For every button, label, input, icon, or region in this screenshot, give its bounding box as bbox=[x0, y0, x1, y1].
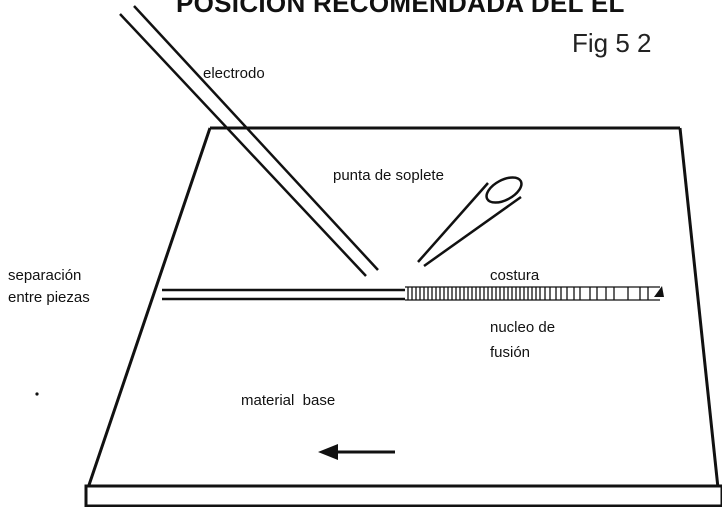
seam-label: costura bbox=[490, 267, 540, 284]
electrode-label: electrodo bbox=[203, 65, 265, 82]
gap-label-line1: separación bbox=[8, 267, 82, 284]
plate-edge bbox=[84, 484, 722, 507]
figure-label: Fig 5 2 bbox=[572, 28, 652, 58]
electrode-rod bbox=[119, 5, 379, 277]
stray-dot bbox=[35, 392, 39, 396]
base-plate bbox=[86, 126, 720, 489]
seam-arrowhead bbox=[654, 286, 664, 297]
joint-gap bbox=[162, 288, 405, 301]
weld-seam bbox=[405, 286, 660, 301]
gap-label-line2: entre piezas bbox=[8, 289, 90, 306]
torch-tip bbox=[417, 176, 523, 268]
travel-direction-arrow bbox=[318, 444, 395, 460]
torch-tip-label: punta de soplete bbox=[333, 167, 444, 184]
fusion-label-line2: fusión bbox=[490, 344, 531, 361]
fusion-label-line1: nucleo de bbox=[490, 319, 556, 336]
base-material-label: material base bbox=[241, 392, 336, 409]
page-title: POSICION RECOMENDADA DEL EL bbox=[176, 0, 625, 18]
